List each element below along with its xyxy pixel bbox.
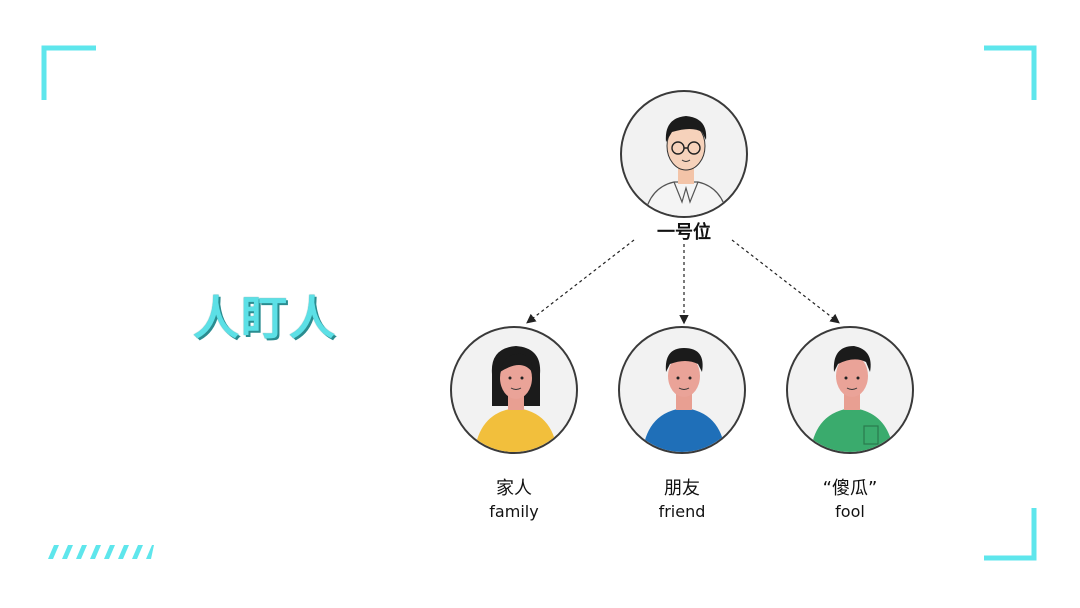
top-left-bracket (41, 45, 96, 100)
family-label-cn: 家人 (496, 478, 532, 499)
page-title: 人盯人 (193, 291, 337, 345)
woman-yellow-shirt-avatar (450, 326, 578, 454)
friend-label-en: friend (658, 502, 706, 521)
man-blue-shirt-avatar (618, 326, 746, 454)
family-label-en: family (489, 502, 539, 521)
man-with-glasses-avatar (620, 90, 748, 218)
decorative-stripes (48, 545, 154, 559)
bottom-right-bracket (984, 508, 1037, 561)
fool-label-en: fool (835, 502, 865, 521)
arrow-to-fool (731, 239, 840, 324)
arrow-to-family (526, 239, 635, 324)
top-node-label: 一号位 (657, 222, 711, 243)
man-green-shirt-avatar (786, 326, 914, 454)
friend-label-cn: 朋友 (664, 478, 700, 499)
top-right-bracket (984, 45, 1037, 100)
fool-label-cn: “傻瓜” (822, 478, 878, 499)
